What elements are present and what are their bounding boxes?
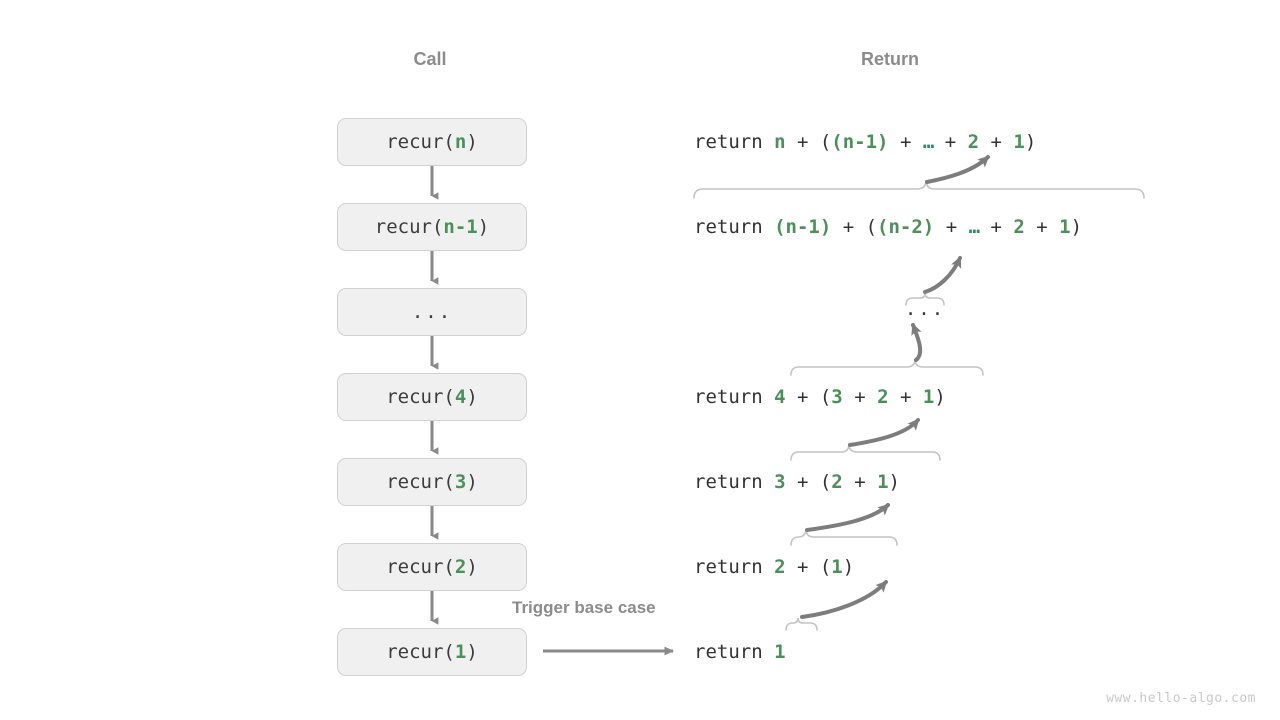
return-token: (n-2)	[877, 216, 935, 238]
return-middle-ellipsis: ...	[904, 298, 946, 320]
return-keyword: return	[694, 131, 775, 153]
brace-line-4	[790, 358, 984, 376]
return-token: + (	[785, 556, 832, 578]
return-token: + (	[785, 131, 832, 153]
return-keyword: return	[694, 386, 775, 408]
call-box-prefix: recur(	[386, 641, 455, 663]
return-token: +	[842, 471, 878, 493]
return-token: 3	[831, 386, 843, 408]
call-box-recur-2: recur(2)	[337, 543, 527, 591]
return-token: n	[774, 131, 786, 153]
call-box-argument: n	[454, 131, 467, 153]
return-token: +	[888, 131, 923, 153]
call-box-suffix: )	[466, 131, 478, 153]
call-box-suffix: )	[466, 641, 478, 663]
return-token: )	[1070, 216, 1083, 238]
return-token: +	[979, 216, 1014, 238]
return-line-n-1: return (n-1) + ((n-2) + … + 2 + 1)	[694, 214, 1082, 240]
return-token: 1	[1059, 216, 1071, 238]
call-box-suffix: )	[466, 471, 478, 493]
return-token: )	[842, 556, 855, 578]
column-title-call: Call	[413, 49, 447, 69]
return-token: 1	[922, 386, 935, 408]
call-box-recur-n: recur(n)	[337, 118, 527, 166]
return-token: +	[842, 386, 878, 408]
return-keyword: return	[694, 641, 775, 663]
trigger-base-case-label: Trigger base case	[512, 598, 656, 617]
return-token: 2	[877, 386, 889, 408]
return-token: 1	[1013, 131, 1025, 153]
return-token: 4	[774, 386, 786, 408]
call-box-argument: n-1	[443, 216, 478, 238]
call-box-prefix: recur(	[386, 471, 455, 493]
return-token: + (	[785, 471, 832, 493]
call-box-recur-n-1: recur(n-1)	[337, 203, 527, 251]
return-keyword: return	[694, 556, 775, 578]
return-token: + (	[785, 386, 832, 408]
return-token: +	[1024, 216, 1060, 238]
call-box-argument: 4	[454, 386, 467, 408]
watermark: www.hello-algo.com	[1106, 691, 1256, 706]
return-token: …	[922, 131, 934, 153]
brace-line-3	[790, 443, 941, 461]
call-box-recur-3: recur(3)	[337, 458, 527, 506]
return-keyword: return	[694, 471, 775, 493]
return-token: +	[979, 131, 1014, 153]
call-box-prefix: recur(	[374, 216, 444, 238]
return-arrow-to-3	[805, 503, 890, 532]
return-keyword: return	[694, 216, 775, 238]
return-arrow-to-n	[925, 155, 990, 184]
brace-line-n-1	[693, 179, 1145, 199]
return-token: 1	[877, 471, 889, 493]
call-box-prefix: recur(	[386, 386, 455, 408]
return-token: 2	[1013, 216, 1025, 238]
return-token: +	[933, 131, 968, 153]
return-token: 1	[774, 641, 786, 663]
return-token: +	[888, 386, 923, 408]
return-token: + (	[831, 216, 878, 238]
return-line-1: return 1	[694, 639, 786, 665]
return-token: (n-1)	[831, 131, 889, 153]
call-box-recur-4: recur(4)	[337, 373, 527, 421]
return-token: )	[1024, 131, 1037, 153]
return-token: 1	[831, 556, 843, 578]
call-box-prefix: recur(	[386, 556, 455, 578]
brace-line-2	[790, 528, 898, 546]
column-title-return: Return	[861, 49, 919, 69]
return-line-3: return 3 + (2 + 1)	[694, 469, 900, 495]
return-arrow-to-2	[800, 580, 888, 619]
call-box-ellipsis: ...	[337, 288, 527, 336]
return-token: +	[934, 216, 969, 238]
call-box-argument: 3	[454, 471, 467, 493]
return-line-2: return 2 + (1)	[694, 554, 854, 580]
call-box-suffix: )	[477, 216, 490, 238]
return-token: )	[888, 471, 900, 493]
call-box-suffix: )	[466, 386, 478, 408]
return-token: 2	[967, 131, 980, 153]
return-token: …	[968, 216, 980, 238]
call-box-label: ...	[411, 301, 453, 323]
call-box-argument: 2	[454, 556, 467, 578]
return-token: 3	[774, 471, 786, 493]
brace-line-1	[785, 617, 818, 631]
return-token: 2	[774, 556, 786, 578]
return-line-n: return n + ((n-1) + … + 2 + 1)	[694, 129, 1036, 155]
call-box-suffix: )	[466, 556, 478, 578]
return-arrow-to-n-1	[923, 256, 962, 294]
return-token: 2	[831, 471, 843, 493]
return-arrow-to-ellipsis	[911, 323, 923, 362]
call-box-recur-1: recur(1)	[337, 628, 527, 676]
return-token: )	[934, 386, 946, 408]
call-box-prefix: recur(	[386, 131, 455, 153]
return-token: (n-1)	[774, 216, 832, 238]
return-arrow-to-4	[848, 418, 920, 447]
call-box-argument: 1	[454, 641, 467, 663]
return-line-4: return 4 + (3 + 2 + 1)	[694, 384, 946, 410]
